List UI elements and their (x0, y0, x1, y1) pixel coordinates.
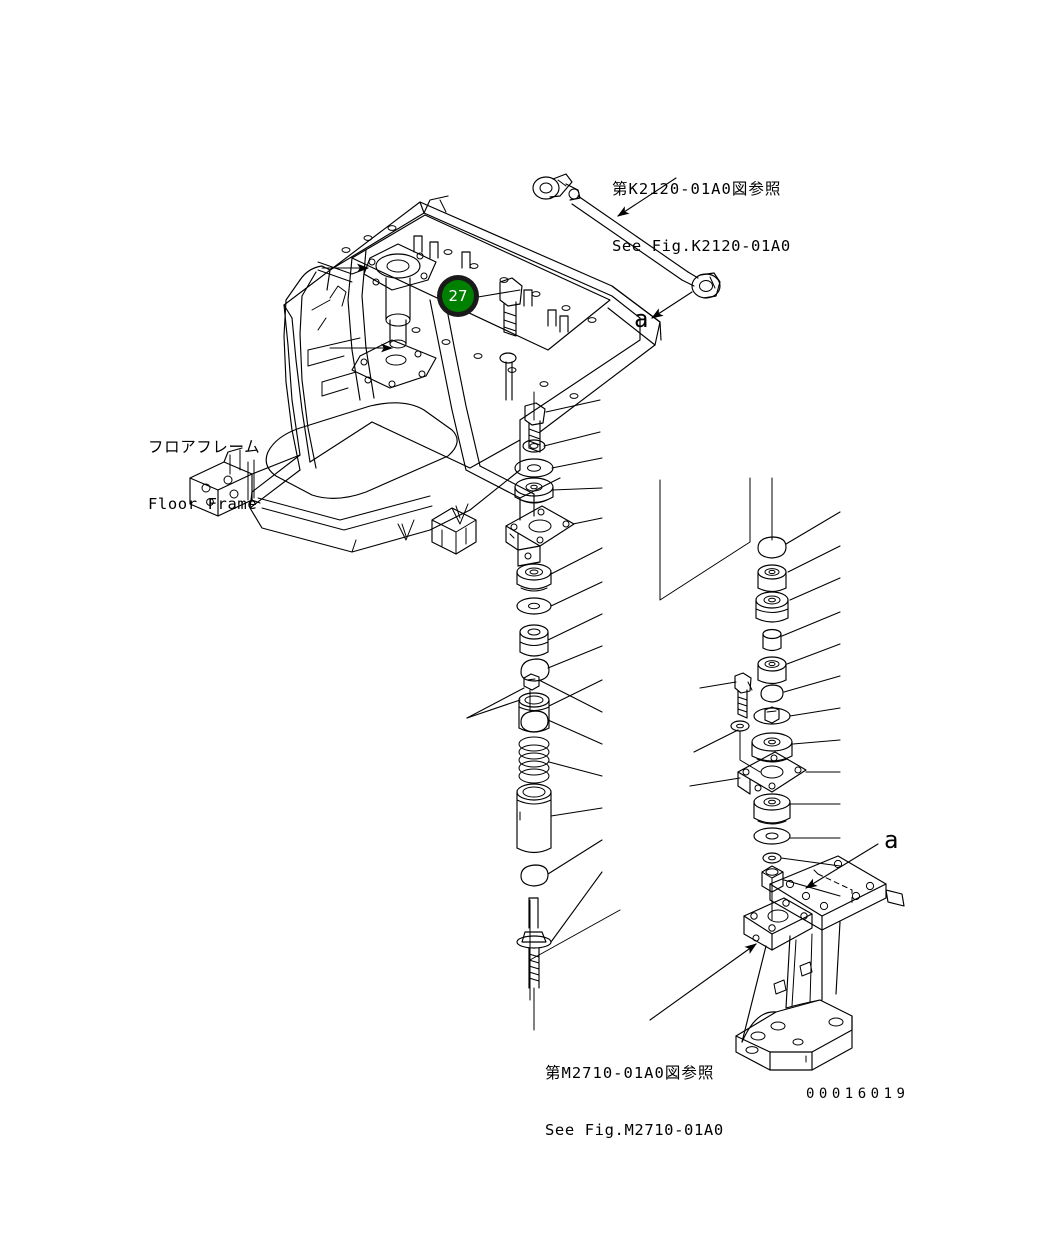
r-part-disc-top (757, 536, 787, 559)
part-bracket-plate (505, 505, 575, 567)
ref-label-top-jp: 第K2120-01A0図参照 (612, 179, 782, 198)
r-part-large-mount (751, 732, 793, 763)
part-spacer-collar (519, 624, 549, 657)
r-part-collar (762, 628, 782, 652)
ref-label-bottom: 第M2710-01A0図参照 See Fig.M2710-01A0 (545, 1026, 724, 1177)
right-stack-leaders (689, 511, 841, 897)
part-bushing (516, 563, 552, 592)
part-upper-mount (514, 477, 554, 504)
part-disc-b (520, 864, 549, 887)
center-parts-stack (505, 391, 575, 1031)
r-part-hex-nut (761, 865, 784, 893)
r-part-side-washer (730, 720, 750, 732)
callout-27[interactable]: 27 (437, 275, 479, 317)
part-washer-mid (516, 597, 552, 615)
part-spring (518, 736, 550, 784)
r-part-washer-low (753, 827, 791, 845)
ref-label-bottom-en: See Fig.M2710-01A0 (545, 1120, 724, 1139)
floor-frame-label-jp: フロアフレーム (148, 437, 261, 456)
part-threaded-stud (516, 897, 552, 1031)
section-marker-a-bottom: a (884, 826, 899, 854)
part-sleeve-upper (518, 692, 550, 733)
r-part-side-bolt (734, 672, 752, 719)
callout-27-number: 27 (448, 287, 467, 305)
ref-label-top-en: See Fig.K2120-01A0 (612, 236, 791, 255)
drawing-number: 00016019 (806, 1086, 910, 1102)
part-disc-a (520, 710, 549, 733)
floor-frame-assembly (189, 195, 662, 555)
r-part-bushing-top (757, 564, 787, 593)
r-part-bushing-2 (757, 656, 787, 685)
pedestal-bracket (735, 855, 905, 1071)
r-part-mount (755, 591, 789, 623)
part-sleeve-long (516, 783, 552, 854)
center-stack-leaders (466, 399, 603, 943)
part-flat-washer (514, 458, 554, 478)
section-marker-a-top: a (634, 305, 649, 333)
deck-bolt (499, 277, 523, 337)
deck-screw (499, 352, 517, 401)
r-part-cap (760, 684, 784, 703)
r-part-lower-mount (753, 793, 791, 825)
ref-label-top: 第K2120-01A0図参照 See Fig.K2120-01A0 (612, 142, 791, 293)
pivot-assembly (351, 243, 437, 389)
part-nut (523, 673, 540, 691)
floor-frame-label-en: Floor Frame (148, 494, 258, 513)
linkage-rod (532, 173, 721, 299)
r-part-washer-nut (753, 706, 791, 725)
part-bolt-top (524, 402, 546, 453)
ref-label-bottom-jp: 第M2710-01A0図参照 (545, 1063, 715, 1082)
floor-frame-label: フロアフレーム Floor Frame (148, 400, 260, 551)
r-part-small-washer (762, 852, 782, 864)
r-part-bracket-plate (737, 751, 807, 795)
right-parts-stack (730, 477, 807, 921)
